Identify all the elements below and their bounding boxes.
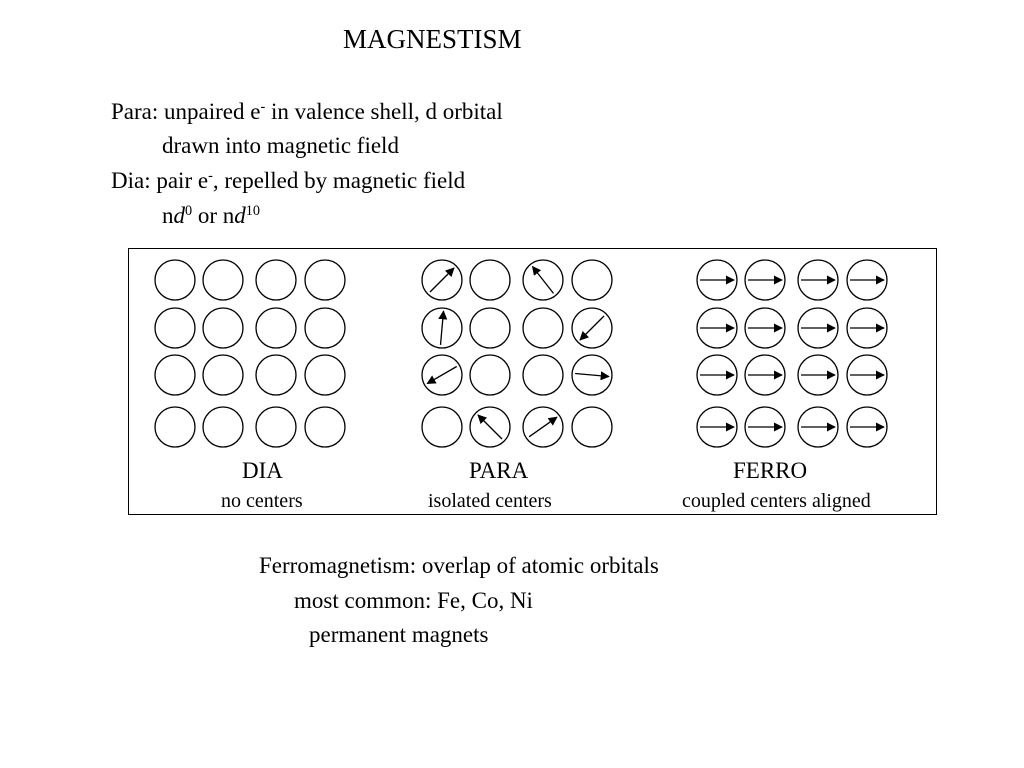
dia-detail: nd0 or nd10	[162, 203, 261, 228]
ferro-atom-circle	[744, 259, 786, 301]
para-detail: drawn into magnetic field	[162, 133, 399, 158]
dia-atom-circle	[304, 307, 346, 349]
para-atom-circle	[522, 307, 564, 349]
note-line-1: Ferromagnetism: overlap of atomic orbita…	[259, 553, 659, 578]
ferro-atom-circle	[696, 354, 738, 396]
dia-description: no centers	[221, 490, 303, 512]
para-label: PARA	[469, 458, 529, 483]
dia-atom-circle	[255, 259, 297, 301]
para-spin-arrow	[579, 315, 605, 341]
dia-atom-circle	[154, 259, 196, 301]
para-atom-circle	[469, 354, 511, 396]
dia-atom-circle	[202, 406, 244, 448]
ferro-atom-circle	[744, 307, 786, 349]
dia-atom-circle	[255, 354, 297, 396]
para-spin-arrow	[575, 371, 610, 381]
note-line-2: most common: Fe, Co, Ni	[294, 588, 533, 613]
para-atom-circle	[421, 406, 463, 448]
dia-atom-circle	[154, 406, 196, 448]
para-atom-circle	[421, 307, 463, 349]
dia-atom-circle	[154, 354, 196, 396]
ferro-atom-circle	[696, 259, 738, 301]
ferro-atom-circle	[846, 259, 888, 301]
magnetism-comparison-panel: DIA no centers PARA isolated centers FER…	[128, 248, 937, 515]
para-spin-arrow	[438, 310, 448, 345]
dia-atom-circle	[202, 354, 244, 396]
ferro-atom-circle	[846, 406, 888, 448]
para-spin-arrow	[528, 416, 558, 438]
dia-atom-circle	[255, 307, 297, 349]
para-atom-circle	[469, 307, 511, 349]
ferro-atom-circle	[797, 307, 839, 349]
ferro-atom-circle	[846, 354, 888, 396]
ferro-atom-circle	[797, 406, 839, 448]
para-atom-circle	[469, 259, 511, 301]
ferro-description: coupled centers aligned	[682, 490, 871, 512]
para-spin-arrow	[426, 365, 458, 385]
ferro-atom-circle	[744, 406, 786, 448]
dia-atom-circle	[202, 259, 244, 301]
ferro-atom-circle	[846, 307, 888, 349]
dia-atom-circle	[202, 307, 244, 349]
para-definition: Para: unpaired e- in valence shell, d or…	[111, 99, 503, 124]
dia-atom-circle	[304, 259, 346, 301]
dia-label: DIA	[242, 458, 283, 483]
dia-atom-circle	[304, 354, 346, 396]
ferro-atom-circle	[797, 354, 839, 396]
para-atom-circle	[522, 354, 564, 396]
ferro-atom-circle	[797, 259, 839, 301]
para-atom-circle	[571, 406, 613, 448]
para-atom-circle	[522, 259, 564, 301]
para-atom-circle	[421, 259, 463, 301]
ferro-atom-circle	[696, 307, 738, 349]
para-spin-arrow	[429, 267, 455, 293]
ferro-atom-circle	[696, 406, 738, 448]
dia-atom-circle	[255, 406, 297, 448]
para-atom-circle	[571, 307, 613, 349]
para-spin-arrow	[477, 414, 503, 440]
ferro-label: FERRO	[733, 458, 808, 483]
para-atom-circle	[421, 354, 463, 396]
para-atom-circle	[522, 406, 564, 448]
ferro-atom-circle	[744, 354, 786, 396]
para-atom-circle	[571, 354, 613, 396]
dia-definition: Dia: pair e-, repelled by magnetic field	[111, 168, 466, 193]
dia-atom-circle	[304, 406, 346, 448]
para-atom-circle	[571, 259, 613, 301]
note-line-3: permanent magnets	[309, 622, 489, 647]
dia-atom-circle	[154, 307, 196, 349]
spin-diagram	[154, 259, 888, 448]
para-spin-arrow	[531, 265, 555, 294]
para-atom-circle	[469, 406, 511, 448]
para-description: isolated centers	[428, 490, 552, 512]
slide-title: MAGNESTISM	[343, 24, 522, 54]
